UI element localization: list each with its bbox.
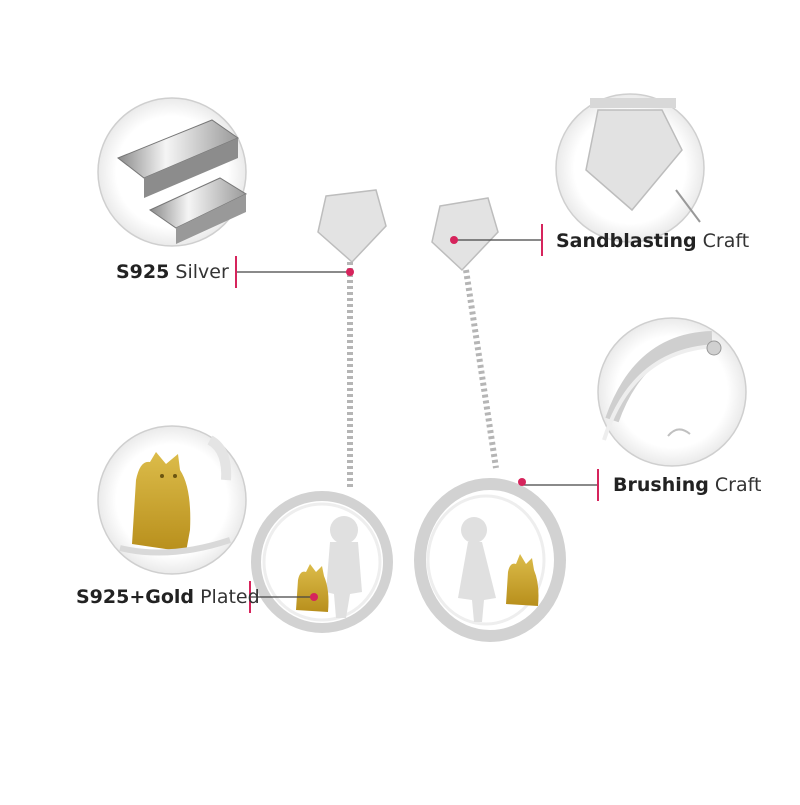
callout-sandblasting-bold: Sandblasting <box>556 230 697 252</box>
callout-leader-sandblasting <box>450 224 543 256</box>
callout-leader-silver <box>235 256 354 288</box>
callout-silver-normal: Silver <box>175 261 229 283</box>
right-earring-chain <box>463 269 499 469</box>
right-earring-ring <box>414 478 566 642</box>
callout-gold-bold: S925+Gold <box>76 586 195 608</box>
left-earring <box>251 189 393 633</box>
callout-brushing-normal: Craft <box>714 474 762 496</box>
right-earring <box>414 197 566 642</box>
detail-circle-silver-bars <box>97 97 248 247</box>
detail-circle-gold-plated <box>97 425 247 575</box>
callout-sandblasting: Sandblasting Craft <box>556 230 749 252</box>
detail-circle-brushing <box>597 317 747 467</box>
callout-leader-brushing <box>518 469 599 501</box>
left-earring-stud <box>317 189 387 264</box>
callout-sandblasting-normal: Craft <box>702 230 750 252</box>
callout-brushing-bold: Brushing <box>613 474 709 496</box>
right-earring-stud <box>431 197 499 272</box>
callout-gold-normal: Plated <box>200 586 260 608</box>
callout-leader-gold <box>249 581 318 613</box>
callout-brushing: Brushing Craft <box>613 474 761 496</box>
left-earring-ring <box>251 491 393 633</box>
detail-circle-sandblasting <box>555 93 705 243</box>
callout-silver: S925 Silver <box>116 261 229 283</box>
callout-gold: S925+Gold Plated <box>76 586 260 608</box>
callout-silver-bold: S925 <box>116 261 170 283</box>
